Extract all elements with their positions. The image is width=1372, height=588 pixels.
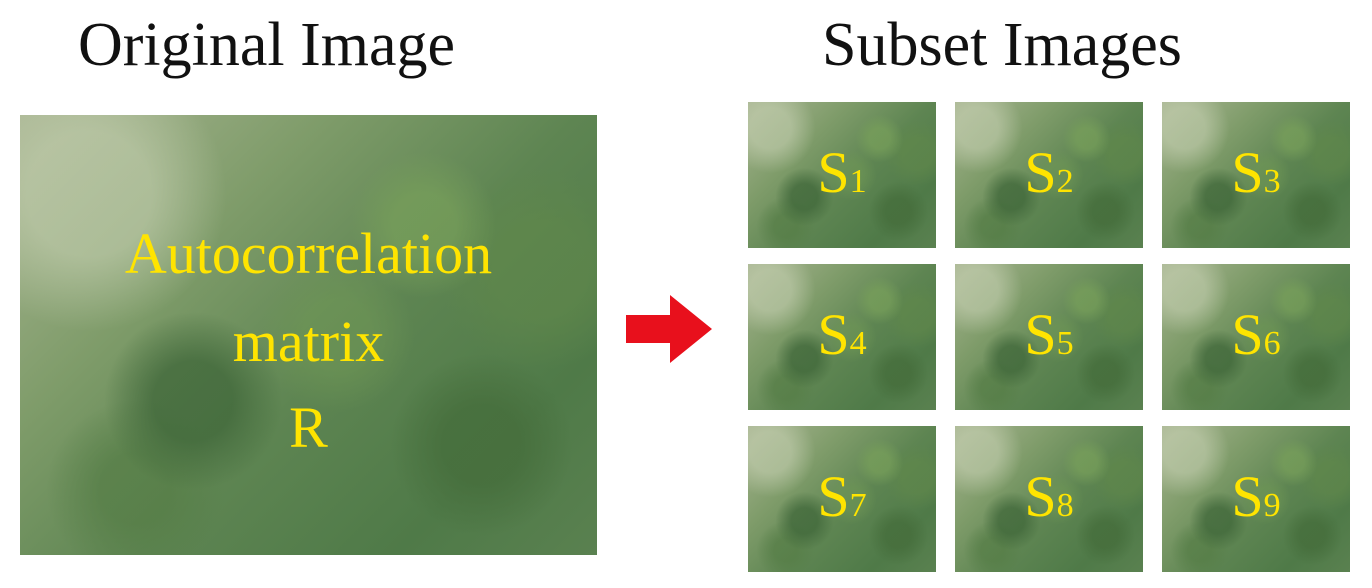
subset-label-8: S8	[1024, 464, 1074, 529]
subset-label-6: S6	[1231, 302, 1281, 367]
subset-tile-1: S1	[748, 102, 936, 248]
original-image-title: Original Image	[78, 11, 456, 79]
subset-label-1: S1	[817, 140, 867, 205]
subset-tile-9: S9	[1162, 426, 1350, 572]
subset-label-5: S5	[1024, 302, 1074, 367]
right-arrow-icon	[626, 295, 712, 363]
subset-tile-4: S4	[748, 264, 936, 410]
subset-tile-2: S2	[955, 102, 1143, 248]
subset-label-9: S9	[1231, 464, 1281, 529]
subset-tile-8: S8	[955, 426, 1143, 572]
r-label: R	[289, 395, 328, 460]
subset-tile-7: S7	[748, 426, 936, 572]
matrix-label: matrix	[232, 309, 385, 374]
autocorrelation-label: Autocorrelation	[124, 221, 493, 286]
subset-label-4: S4	[817, 302, 867, 367]
subset-label-7: S7	[817, 464, 867, 529]
subset-images-title: Subset Images	[822, 11, 1182, 79]
subset-label-3: S3	[1231, 140, 1281, 205]
subset-label-2: S2	[1024, 140, 1074, 205]
subset-tile-6: S6	[1162, 264, 1350, 410]
subset-tile-3: S3	[1162, 102, 1350, 248]
subset-tile-5: S5	[955, 264, 1143, 410]
original-image: Autocorrelation matrix R	[20, 115, 597, 555]
